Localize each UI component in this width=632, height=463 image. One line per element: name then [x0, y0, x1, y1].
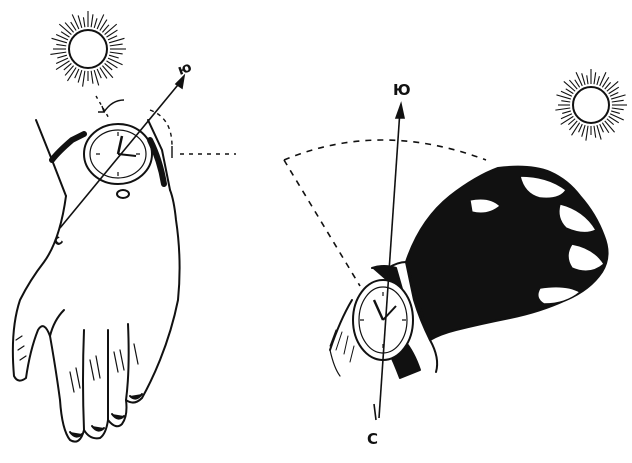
- sun-ray: [110, 52, 123, 54]
- sun-icon-left: [50, 11, 126, 87]
- north-label-right: С: [367, 432, 378, 447]
- sun-ray: [612, 100, 624, 102]
- sun-ray: [605, 121, 615, 132]
- sun-ray: [572, 123, 580, 136]
- sun-ray: [75, 69, 79, 78]
- sun-ray: [564, 81, 575, 91]
- angle-arc-left: [96, 96, 236, 158]
- sun-ray: [56, 44, 66, 45]
- south-label-right: Ю: [393, 83, 411, 98]
- sun-ray: [108, 36, 117, 40]
- sun-ray: [594, 72, 596, 84]
- sun-ray: [562, 111, 571, 114]
- sun-ray: [67, 68, 76, 81]
- sun-ray: [97, 69, 101, 78]
- sun-ray: [579, 124, 583, 132]
- sun-ray: [102, 66, 112, 78]
- sun-icon-right: [555, 69, 627, 141]
- sun-ray: [561, 101, 570, 102]
- sun-ray: [597, 76, 600, 85]
- sun-ray: [556, 95, 570, 99]
- meridian-line-left: [60, 76, 184, 228]
- sun-ray: [611, 95, 625, 99]
- sun-ray: [78, 70, 82, 82]
- sun-ray: [91, 71, 93, 84]
- sun-ray: [575, 80, 580, 88]
- sun-ray: [50, 52, 66, 54]
- sun-ray: [586, 126, 588, 141]
- sun-ray: [607, 81, 618, 91]
- sun-ray: [105, 24, 117, 34]
- sun-ray: [610, 93, 618, 97]
- sun-ray: [611, 111, 620, 114]
- sun-ray: [555, 108, 570, 110]
- sun-ray: [91, 14, 93, 27]
- sun-ray: [110, 44, 123, 46]
- sun-ray: [78, 15, 82, 27]
- sun-ray: [109, 55, 119, 58]
- sun-ray: [59, 24, 71, 34]
- sun-ray: [566, 89, 574, 94]
- sun-ray: [587, 75, 588, 84]
- sun-ray: [597, 125, 601, 139]
- sun-ray: [52, 38, 67, 43]
- sun-ray: [594, 126, 596, 138]
- sun-ray: [57, 55, 67, 58]
- sun-ray: [83, 71, 85, 87]
- sun-ray: [94, 70, 99, 85]
- sun-ray: [109, 38, 124, 43]
- sun-ray: [94, 18, 97, 28]
- sun-ray: [600, 124, 604, 132]
- sun-ray: [582, 125, 585, 137]
- sun-ray: [83, 17, 84, 27]
- sun-ray: [582, 73, 585, 85]
- sun-ray: [612, 108, 624, 110]
